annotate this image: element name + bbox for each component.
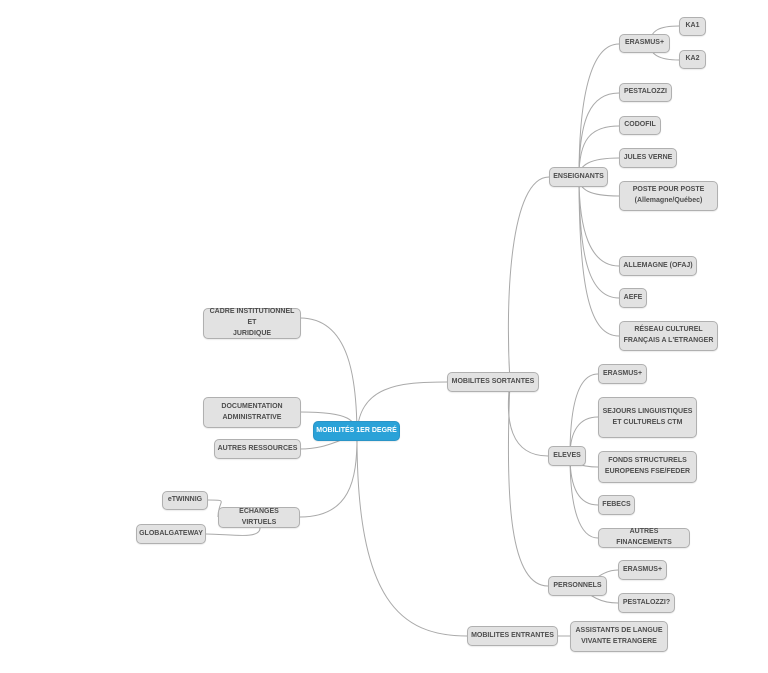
node-label: KA2	[685, 55, 700, 63]
node-label: ELEVES	[553, 451, 581, 459]
node-personnels[interactable]: PERSONNELS	[548, 576, 607, 596]
connector	[569, 455, 599, 539]
node-label: ERASMUS+	[622, 565, 663, 573]
connector	[578, 176, 620, 267]
node-label: ECHANGES VIRTUELS	[239, 507, 279, 526]
node-fonds-structurels[interactable]: FONDS STRUCTURELS EUROPEENS FSE/FEDER	[598, 451, 697, 483]
node-febecs[interactable]: FEBECS	[598, 495, 635, 515]
node-label: RÉSEAU CULTUREL FRANÇAIS A L'ETRANGER	[623, 326, 714, 344]
node-etwinning[interactable]: eTWINNIG	[162, 491, 208, 510]
node-label: eTWINNIG	[167, 496, 203, 504]
connector	[578, 176, 620, 337]
node-assistants-langue[interactable]: ASSISTANTS DE LANGUE VIVANTE ETRANGERE	[570, 621, 668, 652]
node-label: AUTRES FINANCEMENTS	[616, 528, 672, 546]
node-label: PERSONNELS	[553, 581, 602, 589]
node-label: POSTE POUR POSTE (Allemagne/Québec)	[632, 186, 705, 204]
node-personnels-pestalozzi[interactable]: PESTALOZZI?	[618, 593, 675, 613]
node-label: JULES VERNE	[623, 153, 673, 161]
node-label: DOCUMENTATION ADMINISTRATIVE	[221, 402, 283, 421]
node-label: AEFE	[623, 293, 643, 301]
node-reseau-culturel[interactable]: RÉSEAU CULTUREL FRANÇAIS A L'ETRANGER	[619, 321, 718, 351]
node-mobilites-entrantes[interactable]: MOBILITES ENTRANTES	[467, 626, 558, 646]
node-allemagne-ofaj[interactable]: ALLEMAGNE (OFAJ)	[619, 256, 697, 276]
node-ka2[interactable]: KA2	[679, 50, 706, 69]
connector	[578, 125, 620, 178]
node-codofil[interactable]: CODOFIL	[619, 116, 661, 135]
node-label: ENSEIGNANTS	[553, 172, 604, 180]
node-label: ERASMUS+	[602, 369, 643, 377]
node-label: SEJOURS LINGUISTIQUES ET CULTURELS CTM	[602, 407, 693, 426]
node-eleves-erasmus[interactable]: ERASMUS+	[598, 364, 647, 384]
node-sejours-linguistiques[interactable]: SEJOURS LINGUISTIQUES ET CULTURELS CTM	[598, 397, 697, 438]
root-node-label: MOBILITÉS 1ER DEGRÉ	[316, 426, 397, 434]
node-globalgateway[interactable]: GLOBALGATEWAY	[136, 524, 206, 544]
connector	[299, 317, 358, 438]
connector	[507, 176, 550, 383]
node-label: FONDS STRUCTURELS EUROPEENS FSE/FEDER	[604, 457, 691, 475]
node-autres-financements[interactable]: AUTRES FINANCEMENTS	[598, 528, 690, 548]
connector	[578, 176, 620, 299]
connector	[578, 92, 620, 178]
connector	[569, 373, 599, 457]
node-label: AUTRES RESSOURCES	[217, 444, 298, 452]
connector	[507, 381, 549, 457]
node-label: ASSISTANTS DE LANGUE VIVANTE ETRANGERE	[575, 626, 663, 645]
node-label: CODOFIL	[624, 121, 656, 129]
node-aefe[interactable]: AEFE	[619, 288, 647, 308]
node-label: CADRE INSTITUTIONNEL ET JURIDIQUE	[209, 308, 295, 337]
node-enseignants[interactable]: ENSEIGNANTS	[549, 167, 608, 187]
root-node[interactable]: MOBILITÉS 1ER DEGRÉ	[313, 421, 400, 441]
node-label: PESTALOZZI	[623, 88, 668, 96]
node-mobilites-sortantes[interactable]: MOBILITES SORTANTES	[447, 372, 539, 392]
node-label: ERASMUS+	[624, 39, 665, 47]
node-jules-verne[interactable]: JULES VERNE	[619, 148, 677, 168]
node-label: MOBILITES ENTRANTES	[471, 631, 554, 639]
node-echanges-virtuels[interactable]: ECHANGES VIRTUELS	[218, 507, 300, 528]
node-label: PESTALOZZI?	[622, 598, 671, 606]
connector	[356, 436, 468, 637]
node-poste-pour-poste[interactable]: POSTE POUR POSTE (Allemagne/Québec)	[619, 181, 718, 211]
node-documentation-administrative[interactable]: DOCUMENTATION ADMINISTRATIVE	[203, 397, 301, 428]
node-ka1[interactable]: KA1	[679, 17, 706, 36]
node-label: GLOBALGATEWAY	[139, 529, 203, 537]
node-eleves[interactable]: ELEVES	[548, 446, 586, 466]
node-label: FEBECS	[602, 500, 631, 508]
node-pestalozzi[interactable]: PESTALOZZI	[619, 83, 672, 102]
node-label: MOBILITES SORTANTES	[451, 377, 535, 385]
node-cadre-institutionnel[interactable]: CADRE INSTITUTIONNEL ET JURIDIQUE	[203, 308, 301, 339]
connector	[507, 381, 549, 587]
connector	[205, 527, 261, 536]
node-label: KA1	[685, 22, 700, 30]
node-enseignants-erasmus[interactable]: ERASMUS+	[619, 34, 670, 53]
node-autres-ressources[interactable]: AUTRES RESSOURCES	[214, 439, 301, 459]
connector	[578, 43, 620, 178]
node-label: ALLEMAGNE (OFAJ)	[623, 261, 693, 269]
node-personnels-erasmus[interactable]: ERASMUS+	[618, 560, 667, 580]
